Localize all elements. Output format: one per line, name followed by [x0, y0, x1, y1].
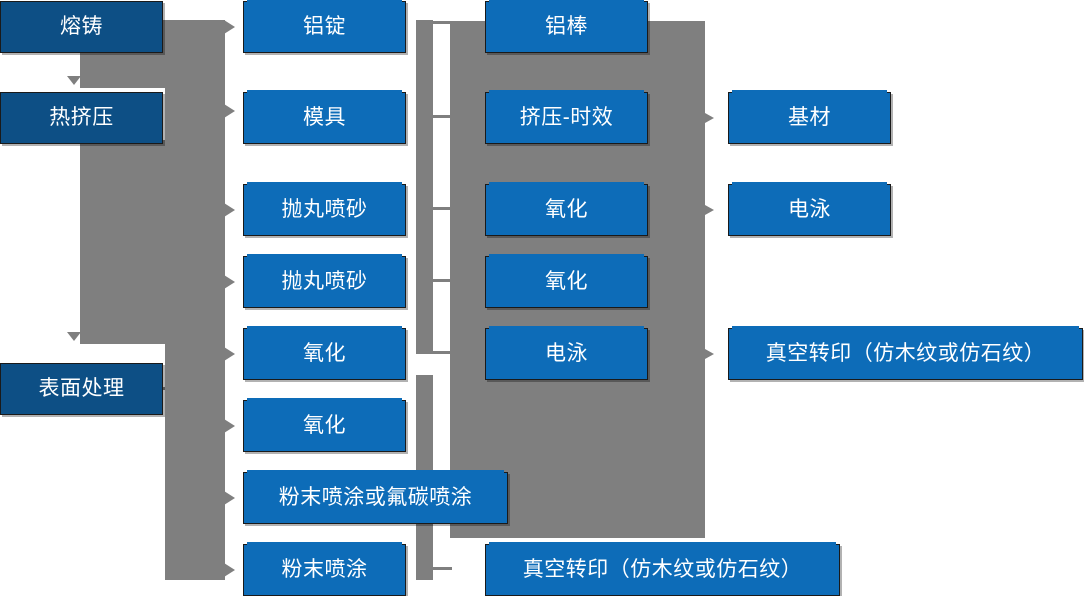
arrow-right-icon — [224, 275, 235, 289]
process-box-label: 氧化 — [303, 414, 346, 438]
arrow-right-icon — [224, 419, 235, 433]
process-box-label: 铝棒 — [545, 15, 588, 39]
output-box-base-material[interactable]: 基材 — [728, 90, 891, 144]
output-box-electrophoresis[interactable]: 电泳 — [728, 182, 891, 236]
stage-box-melting-casting[interactable]: 熔铸 — [0, 1, 163, 53]
process-box-label: 氧化 — [303, 342, 346, 366]
process-box-label: 挤压-时效 — [519, 106, 614, 130]
process-box-oxidation-4[interactable]: 氧化 — [485, 254, 648, 308]
connector-rail-column3-upper — [416, 20, 433, 354]
arrow-right-icon — [705, 205, 714, 215]
stage-box-hot-extrusion[interactable]: 热挤压 — [0, 92, 163, 144]
connector-feed-row6 — [432, 567, 452, 570]
arrow-right-icon — [224, 563, 235, 577]
connector-trunk-left-2 — [80, 140, 165, 344]
connector-feed-row3 — [432, 207, 452, 210]
connector-feed-row2 — [432, 115, 452, 118]
connector-bar-column2 — [165, 20, 225, 580]
arrow-right-icon — [224, 20, 235, 34]
process-box-label: 抛丸喷砂 — [281, 270, 368, 294]
process-box-shot-blasting-1[interactable]: 抛丸喷砂 — [243, 182, 406, 236]
process-box-vacuum-transfer-print-1[interactable]: 真空转印（仿木纹或仿石纹） — [485, 542, 840, 596]
process-box-oxidation-2[interactable]: 氧化 — [243, 398, 406, 452]
process-box-label: 氧化 — [545, 198, 588, 222]
process-box-label: 铝锭 — [303, 15, 346, 39]
process-box-label: 模具 — [303, 106, 346, 130]
process-box-electrophoresis-1[interactable]: 电泳 — [485, 326, 648, 380]
arrow-right-icon — [705, 113, 714, 123]
stage-box-label: 表面处理 — [38, 377, 125, 401]
process-box-aluminum-ingot[interactable]: 铝锭 — [243, 0, 406, 53]
process-box-powder-or-fluorocarbon-coating[interactable]: 粉末喷涂或氟碳喷涂 — [243, 470, 508, 524]
output-box-label: 电泳 — [788, 198, 831, 222]
output-box-label: 真空转印（仿木纹或仿石纹） — [765, 342, 1046, 366]
stage-box-surface-treatment[interactable]: 表面处理 — [0, 363, 163, 415]
arrow-right-icon — [224, 104, 235, 118]
arrow-right-icon — [224, 203, 235, 217]
arrow-right-icon — [705, 349, 714, 359]
process-box-oxidation-1[interactable]: 氧化 — [243, 326, 406, 380]
output-box-vacuum-transfer-print[interactable]: 真空转印（仿木纹或仿石纹） — [728, 326, 1083, 380]
arrow-down-icon — [67, 332, 81, 341]
output-box-label: 基材 — [788, 106, 831, 130]
process-box-aluminum-bar[interactable]: 铝棒 — [485, 0, 648, 53]
connector-feed-row5 — [432, 351, 452, 354]
process-box-oxidation-3[interactable]: 氧化 — [485, 182, 648, 236]
process-box-label: 粉末喷涂或氟碳喷涂 — [278, 486, 473, 510]
arrow-right-icon — [224, 347, 235, 361]
connector-feed-row4 — [432, 279, 452, 282]
arrow-right-icon — [224, 491, 235, 505]
process-box-mold[interactable]: 模具 — [243, 90, 406, 144]
arrow-down-icon — [67, 76, 81, 85]
stage-box-label: 熔铸 — [60, 15, 103, 39]
connector-stub-surface-treatment — [163, 387, 185, 390]
process-box-label: 抛丸喷砂 — [281, 198, 368, 222]
stage-box-label: 热挤压 — [49, 106, 114, 130]
process-box-powder-coating[interactable]: 粉末喷涂 — [243, 542, 406, 596]
process-box-label: 真空转印（仿木纹或仿石纹） — [522, 558, 803, 582]
process-box-shot-blasting-2[interactable]: 抛丸喷砂 — [243, 254, 406, 308]
connector-feed-row1 — [432, 21, 452, 24]
process-box-label: 粉末喷涂 — [281, 558, 368, 582]
process-box-extrusion-aging[interactable]: 挤压-时效 — [485, 90, 648, 144]
process-box-label: 氧化 — [545, 270, 588, 294]
process-box-label: 电泳 — [545, 342, 588, 366]
